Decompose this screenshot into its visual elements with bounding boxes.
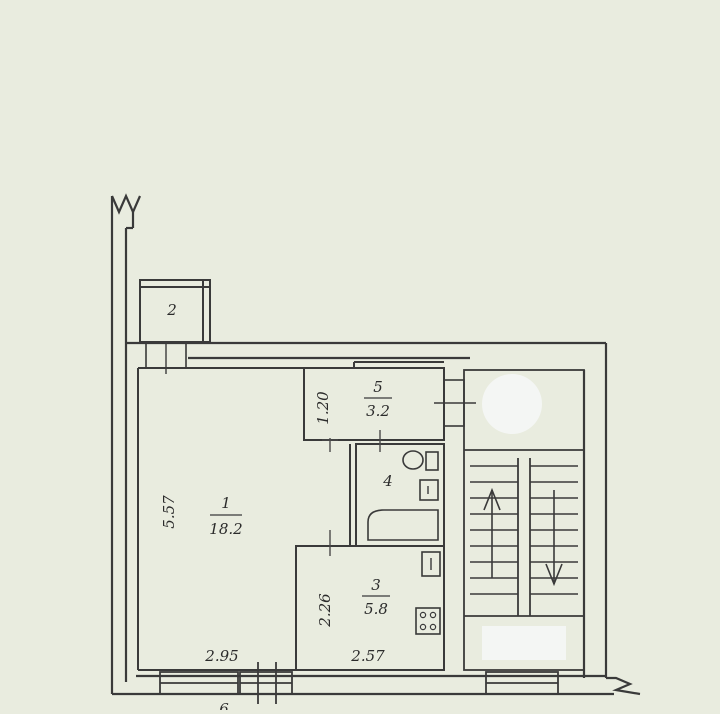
windows-bottom — [159, 662, 559, 704]
break-mark-bottom — [606, 676, 641, 696]
dimension-room-3-width: 2.57 — [350, 647, 385, 665]
stove-icon — [415, 607, 441, 635]
dimension-ticks — [322, 430, 381, 556]
dimension-room-3-height: 2.26 — [316, 593, 334, 628]
down-arrow-icon — [545, 490, 563, 587]
sink-icon — [419, 479, 439, 501]
room-2-number: 2 — [166, 301, 177, 319]
room-3-kitchen — [295, 545, 445, 671]
dimension-room-1-height: 5.57 — [160, 495, 178, 529]
toilet-icon — [402, 450, 424, 470]
break-mark-top — [110, 193, 142, 215]
room-1-area: 18.2 — [209, 520, 242, 538]
dimension-room-1-width: 2.95 — [204, 647, 238, 665]
stair-steps-left — [470, 465, 518, 595]
room-5-number: 5 — [373, 378, 383, 396]
room-6-number: 6 — [219, 700, 229, 710]
room-3-area: 5.8 — [364, 600, 388, 618]
room-4-number: 4 — [382, 472, 393, 490]
bathtub-icon — [367, 509, 439, 541]
room-5-hall — [303, 361, 476, 441]
staircase — [463, 369, 585, 671]
dimension-room-5-height: 1.20 — [314, 391, 332, 425]
room-1-number: 1 — [221, 494, 231, 512]
staircase-highlight — [482, 374, 542, 434]
toilet-tank-icon — [425, 451, 439, 471]
landing-highlight — [482, 626, 566, 660]
up-arrow-icon — [483, 487, 501, 578]
kitchen-sink-icon — [421, 551, 441, 577]
room-3-number: 3 — [371, 576, 381, 594]
room-5-area: 3.2 — [366, 402, 390, 420]
